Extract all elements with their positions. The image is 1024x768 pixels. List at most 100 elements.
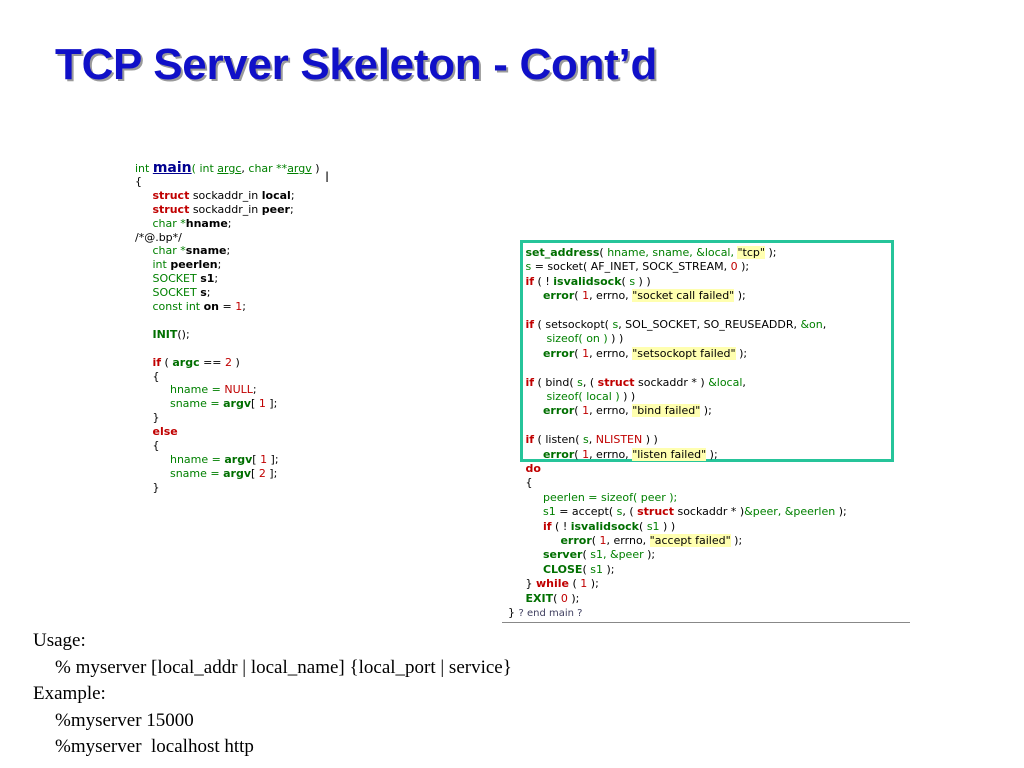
code-token: == (199, 355, 226, 369)
code-token: ( (574, 289, 583, 303)
code-token: , errno, (589, 404, 633, 418)
code-token: sockaddr * ) (673, 505, 745, 519)
code-token: 1 (582, 346, 590, 360)
code-token: ); (602, 562, 615, 576)
code-token: sizeof( on ) (546, 332, 608, 346)
code-token: s (577, 375, 583, 389)
code-token: ( (639, 519, 647, 533)
code-token: ); (700, 404, 712, 418)
code-token: int (135, 162, 153, 175)
code-token (508, 246, 525, 259)
code-token: , (588, 433, 596, 447)
code-token: hname (185, 216, 228, 230)
code-token: "listen failed" (632, 447, 707, 461)
code-token (508, 592, 525, 605)
code-token: s1 (200, 272, 215, 286)
code-token: hname = (169, 383, 225, 397)
code-token: hname = (169, 452, 225, 466)
code-token: ); (737, 260, 750, 274)
code-line: } ? end main ? (508, 606, 582, 620)
code-line: char *hname; (135, 216, 231, 231)
code-token: argv (223, 397, 252, 411)
code-token (508, 462, 525, 475)
code-token: EXIT (525, 591, 554, 605)
code-token: ); (764, 246, 777, 259)
code-token: [ (251, 397, 259, 411)
code-line: if ( argc == 2 ) (135, 355, 239, 370)
code-token: ; (242, 300, 246, 313)
code-token: ( (599, 246, 608, 259)
code-token: ); (730, 534, 743, 547)
code-token: peerlen (170, 258, 218, 272)
usage-heading: Usage: (33, 630, 86, 651)
code-line: const int on = 1; (135, 300, 246, 314)
code-token: ; (217, 258, 222, 272)
code-token: ? end main ? (518, 608, 583, 619)
code-token: error (542, 289, 575, 303)
code-line: if ( bind( s, ( struct sockaddr * ) &loc… (508, 375, 746, 390)
text-cursor-icon: I (325, 170, 330, 186)
code-token: } (135, 480, 160, 494)
code-token: if (525, 274, 535, 288)
code-token: ( listen( (534, 433, 584, 447)
code-token: error (542, 447, 575, 461)
code-token: s (616, 505, 623, 519)
code-line: peerlen = sizeof( peer ); (508, 491, 677, 505)
code-token: s (583, 433, 589, 447)
code-token: , ( (582, 375, 598, 389)
code-token: ) ) (642, 433, 658, 447)
code-token: SOCKET (152, 286, 201, 300)
code-token: ( (574, 447, 583, 461)
code-token: if (152, 355, 162, 369)
code-token: if (525, 318, 535, 331)
code-token: isvalidsock (553, 274, 622, 288)
code-token: , (241, 162, 249, 175)
code-token: ( (568, 577, 581, 591)
code-token (508, 289, 543, 302)
code-token (508, 505, 543, 518)
code-token (508, 534, 560, 547)
code-token (508, 448, 543, 461)
code-line: s1 = accept( s, ( struct sockaddr * )&pe… (508, 505, 847, 519)
code-token: SOCKET (152, 272, 201, 286)
code-token: ( (574, 404, 583, 418)
code-token: , (742, 375, 746, 389)
code-token: ; (290, 188, 295, 202)
code-line: if ( listen( s, NLISTEN ) ) (508, 433, 658, 447)
code-line: if ( ! isvalidsock( s ) ) (508, 274, 651, 289)
code-token: ); (587, 577, 599, 591)
code-line: EXIT( 0 ); (508, 592, 579, 606)
code-token: ( (591, 534, 600, 547)
code-token: ]; (267, 452, 279, 466)
code-token: ) ) (635, 274, 651, 288)
code-token: on (203, 300, 220, 313)
code-token: error (542, 346, 575, 360)
code-token: 1 (582, 404, 590, 418)
code-token: char * (152, 244, 186, 258)
code-line: hname = NULL; (135, 383, 257, 397)
code-token: 1 (582, 289, 590, 303)
code-token: /*@.bp*/ (135, 230, 182, 244)
code-token: = socket( AF_INET, SOCK_STREAM, (531, 260, 731, 274)
code-token: "setsockopt failed" (632, 346, 736, 360)
code-token: ]; (265, 397, 278, 411)
code-token: ) ) (607, 332, 624, 346)
code-line: int peerlen; (135, 258, 221, 272)
code-token: sockaddr_in (189, 188, 262, 202)
code-token: ( setsockopt( (534, 318, 613, 331)
slide-title: TCP Server Skeleton - Cont’d (55, 40, 658, 89)
code-token: if (542, 519, 552, 533)
code-token: [ (252, 452, 261, 466)
code-token: [ (251, 466, 259, 480)
code-token: s1 (646, 519, 660, 533)
code-token: 1 (599, 534, 607, 547)
code-token: char ** (248, 162, 288, 175)
code-line: char *sname; (135, 244, 230, 258)
code-token: &on (800, 318, 823, 331)
code-token (508, 433, 525, 446)
code-token: , ( (622, 505, 638, 519)
code-token: const int (152, 300, 204, 313)
example-1: %myserver 15000 (55, 709, 194, 731)
code-line: sizeof( on ) ) ) (508, 332, 623, 346)
code-token: 1 (258, 397, 266, 411)
